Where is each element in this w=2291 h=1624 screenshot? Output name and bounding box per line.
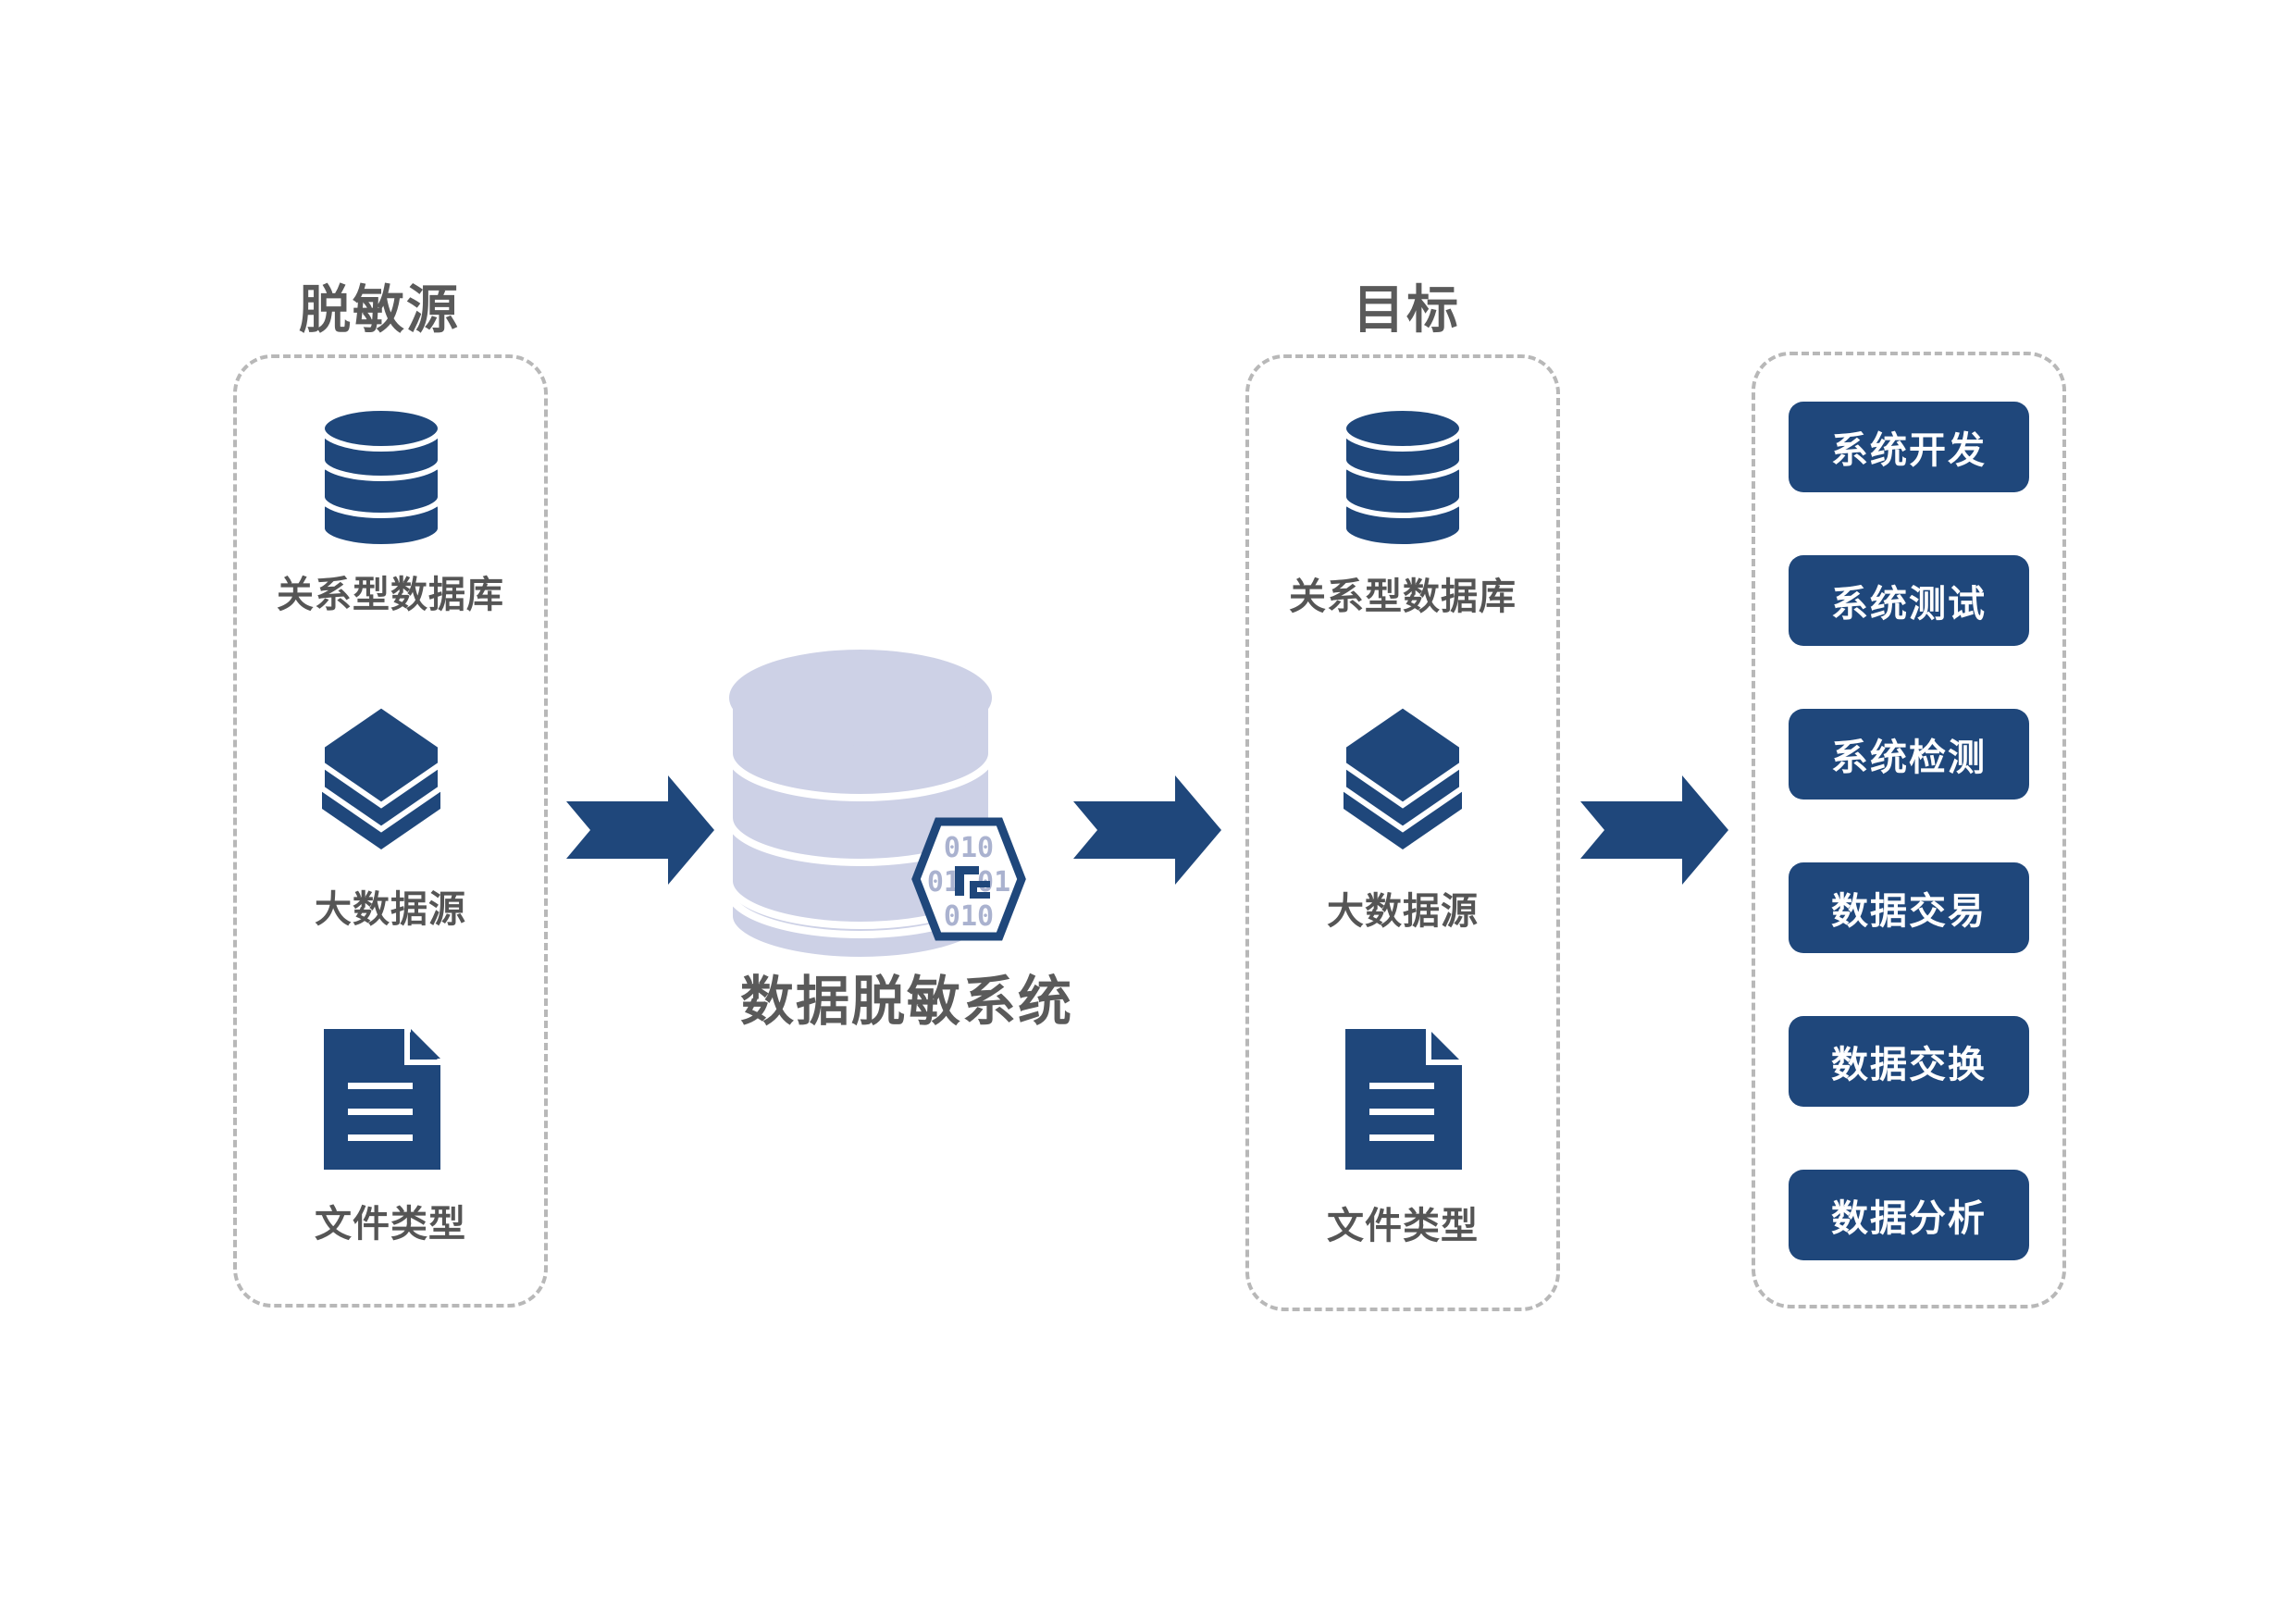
arrow-right-icon <box>1580 775 1728 885</box>
use-data-analysis: 数据分析 <box>1789 1170 2029 1260</box>
badge-digits-bottom: 010 <box>944 900 994 933</box>
masking-system-label: 数据脱敏系统 <box>739 970 1073 1033</box>
source-item-label: 文件类型 <box>315 1203 466 1246</box>
layers-icon <box>319 701 443 849</box>
database-icon <box>1341 405 1465 550</box>
layers-icon <box>1341 701 1465 849</box>
badge-digits-top: 010 <box>944 832 994 864</box>
use-system-testing: 系统测试 <box>1789 555 2029 646</box>
source-item-label: 关系型数据库 <box>277 574 504 616</box>
target-item-label: 大数据源 <box>1327 890 1479 933</box>
source-heading: 脱敏源 <box>299 280 460 341</box>
arrow-right-icon <box>566 775 714 885</box>
target-item-label: 关系型数据库 <box>1289 576 1517 618</box>
target-panel <box>1245 354 1560 1311</box>
arrow-right-icon <box>1073 775 1221 885</box>
source-panel <box>233 354 548 1308</box>
binary-badge-icon: 010 01 01 010 <box>911 817 1026 941</box>
use-data-trading: 数据交易 <box>1789 862 2029 953</box>
uses-panel <box>1752 352 2066 1308</box>
source-item-label: 大数据源 <box>315 888 466 931</box>
target-heading: 目标 <box>1353 280 1460 341</box>
document-icon <box>1345 1029 1462 1170</box>
use-system-development: 系统开发 <box>1789 402 2029 492</box>
use-data-exchange: 数据交换 <box>1789 1016 2029 1107</box>
document-icon <box>324 1029 440 1170</box>
masking-system-database-icon: 010 01 01 010 <box>725 650 1026 962</box>
database-icon <box>319 405 443 550</box>
target-item-label: 文件类型 <box>1327 1205 1479 1247</box>
use-system-inspection: 系统检测 <box>1789 709 2029 800</box>
